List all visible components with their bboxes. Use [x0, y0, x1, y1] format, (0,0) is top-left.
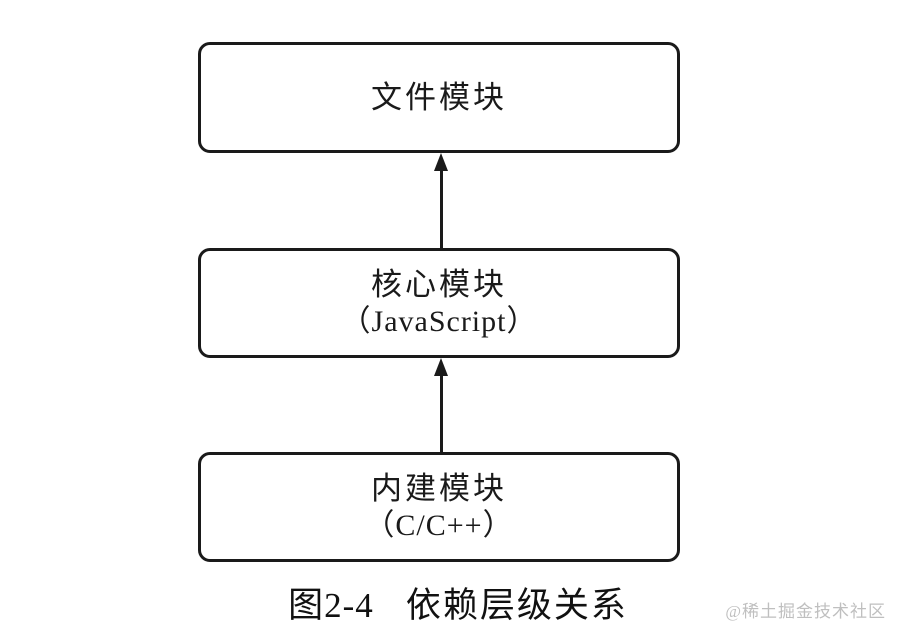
arrow-core-to-file: [434, 153, 449, 248]
node-file-module-label: 文件模块: [371, 79, 507, 115]
node-file-module: 文件模块: [198, 42, 680, 153]
arrow-builtin-to-core: [434, 358, 449, 452]
node-core-module-label: 核心模块: [371, 267, 507, 302]
node-builtin-module: 内建模块 （C/C++）: [198, 452, 680, 562]
node-core-module-sublabel: （JavaScript）: [340, 305, 538, 338]
figure-caption: 图2-4 依赖层级关系: [0, 585, 902, 627]
figure-title: 依赖层级关系: [405, 586, 628, 625]
watermark-juejin: @稀土掘金技术社区: [725, 602, 886, 621]
node-core-module: 核心模块 （JavaScript）: [198, 248, 680, 358]
node-builtin-module-label: 内建模块: [371, 471, 507, 506]
arrow-shaft: [440, 161, 443, 248]
arrow-shaft: [440, 366, 443, 452]
figure-number: 图2-4: [288, 586, 374, 625]
node-builtin-module-sublabel: （C/C++）: [364, 509, 514, 542]
